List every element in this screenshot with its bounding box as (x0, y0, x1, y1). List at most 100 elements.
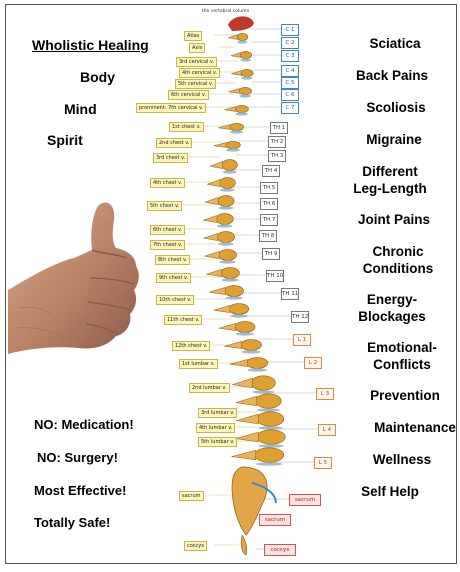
segment-label-2: C 3 (281, 50, 299, 62)
totally-safe-text: Totally Safe! (34, 515, 111, 530)
vertebra-label-21: 3rd lumbar v. (198, 408, 238, 418)
segment-label-14: TH 8 (259, 230, 277, 242)
spinous-process (230, 52, 241, 58)
condition-5: Joint Pains (334, 211, 454, 228)
spinous-process (206, 179, 221, 187)
vertebra-label-23: 5th lumbar v. (198, 437, 238, 447)
intervertebral-disc (258, 444, 284, 448)
condition-line: Back Pains (355, 68, 429, 83)
vertebra-label-18: 12th chest v. (172, 341, 211, 351)
intervertebral-disc (241, 76, 253, 80)
mind-word: Mind (64, 101, 97, 117)
spinous-process (224, 341, 242, 349)
vertebra-body (216, 231, 235, 243)
intervertebral-disc (240, 58, 252, 62)
condition-line: Energy- (366, 292, 418, 307)
condition-7: Energy-Blockages (332, 291, 452, 325)
condition-8: Emotional- Conflicts (342, 339, 456, 373)
segment-label-1: C 2 (281, 37, 299, 49)
intervertebral-disc (219, 260, 236, 264)
spinous-process (203, 215, 218, 223)
no-surgery-text: NO: Surgery! (37, 450, 118, 465)
vertebra-label-2: 3rd cervical v. (176, 57, 218, 67)
vertebra-body (234, 105, 249, 113)
segment-label-21: L 3 (316, 388, 334, 400)
spinous-process (218, 323, 236, 331)
condition-10: Maintenance (355, 419, 456, 436)
segment-label-13: TH 7 (260, 214, 278, 226)
spinous-process (232, 377, 253, 389)
segment-label-12: TH 6 (260, 198, 278, 210)
vertebra-label-19: 1st lumbar v. (179, 359, 218, 369)
condition-line: Sciatica (369, 36, 421, 51)
vertebra-body (229, 123, 244, 131)
condition-line: Leg-Length (353, 181, 427, 196)
spinous-process (209, 161, 223, 169)
intervertebral-disc (230, 130, 243, 134)
condition-line: Joint Pains (357, 212, 430, 227)
vertebra-body (228, 303, 250, 315)
segment-label-8: TH 2 (268, 136, 286, 148)
intervertebral-disc (241, 350, 261, 354)
vertebra-body (238, 87, 252, 95)
spinous-process (229, 359, 248, 367)
condition-line: Prevention (370, 388, 440, 403)
intervertebral-disc (221, 278, 239, 282)
intervertebral-disc (217, 224, 233, 228)
intervertebral-disc (255, 462, 283, 466)
poster: the vertebral column Wholistic Healing B… (5, 4, 457, 564)
spinous-process (218, 124, 231, 130)
vertebra-body (221, 159, 238, 171)
vertebra-label-14: 8th chest v. (155, 255, 191, 265)
condition-1: Back Pains (332, 67, 452, 84)
vertebra-body (240, 69, 254, 77)
vertebra-label-6: prominent: 7th cervical v. (136, 103, 207, 113)
segment-label-20: L 2 (304, 357, 322, 369)
spinous-process (228, 88, 240, 94)
vertebra-body (255, 393, 282, 409)
intervertebral-disc (256, 408, 281, 412)
segment-label-26: coccyx (264, 544, 296, 556)
vertebra-body (246, 357, 269, 369)
condition-line: Migraine (366, 132, 422, 147)
wholistic-healing-title: Wholistic Healing (32, 37, 149, 53)
segment-label-0: C 1 (281, 24, 299, 36)
spinous-process (227, 34, 238, 40)
intervertebral-disc (220, 188, 235, 192)
vertebra-body (256, 411, 285, 427)
thumbs-up-icon (8, 198, 141, 364)
spinous-process (224, 106, 236, 112)
condition-line: Maintenance (374, 420, 456, 435)
body-word: Body (80, 69, 115, 85)
vertebra-label-24: sacrum (179, 491, 204, 501)
condition-line: Emotional- (367, 340, 437, 355)
column-header: the vertebral column (202, 9, 250, 14)
vertebra-body (225, 141, 241, 149)
vertebra-body (239, 51, 252, 59)
skull-base (228, 16, 254, 31)
condition-line: Conflicts (373, 357, 431, 372)
segment-label-3: C 4 (281, 65, 299, 77)
spinous-process (203, 197, 219, 205)
vertebra-label-3: 4th cervical v. (179, 68, 221, 78)
vertebra-body (240, 339, 262, 351)
segment-label-16: TH 10 (266, 270, 284, 282)
condition-line: Scoliosis (366, 100, 426, 115)
segment-label-17: TH 11 (281, 288, 299, 300)
segment-label-23: L 5 (314, 457, 332, 469)
vertebra-label-11: 5th chest v. (147, 201, 183, 211)
condition-line: Conditions (362, 261, 434, 276)
spinous-process (236, 413, 259, 425)
spirit-word: Spirit (47, 132, 83, 148)
vertebra-label-17: 11th chest v. (164, 315, 203, 325)
intervertebral-disc (237, 40, 248, 44)
vertebra-body (220, 267, 240, 279)
vertebra-body (256, 429, 286, 445)
spinous-process (235, 395, 258, 407)
intervertebral-disc (217, 242, 234, 246)
segment-label-6: C 7 (281, 102, 299, 114)
vertebra-label-0: Atlas (184, 31, 203, 41)
vertebra-label-5: 6th cervical v. (168, 90, 210, 100)
condition-line: Self Help (361, 484, 419, 499)
condition-3: Migraine (334, 131, 454, 148)
